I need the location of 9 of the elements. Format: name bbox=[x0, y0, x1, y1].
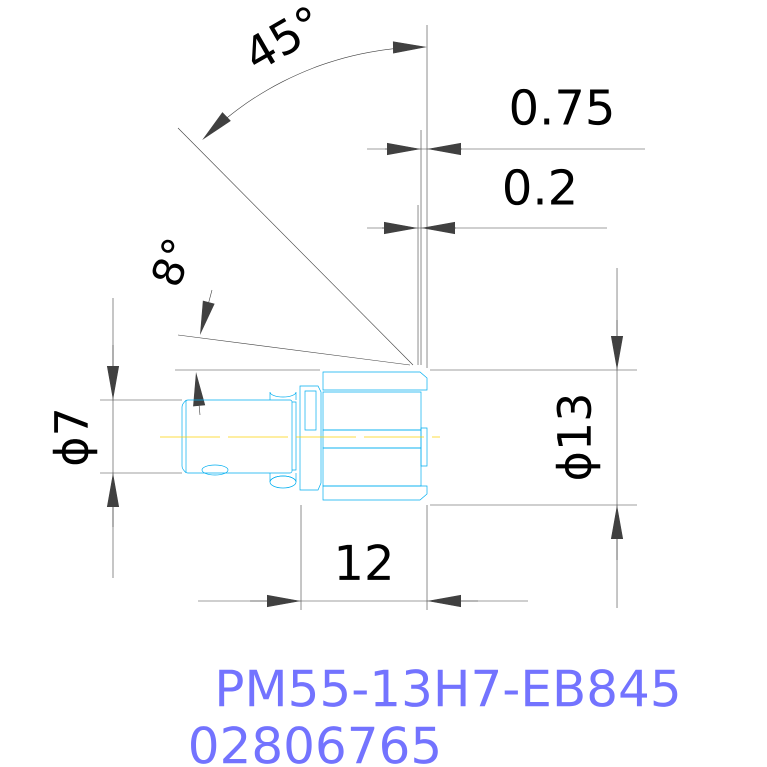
dimension-value: 12 bbox=[338, 544, 390, 580]
angle-dimension: 8° bbox=[152, 240, 184, 285]
dimension-value: 0.75 bbox=[512, 88, 612, 126]
dimension-value: 0.2 bbox=[505, 168, 574, 206]
code-number: 02806765 bbox=[191, 726, 438, 764]
angle-dimension: 45° bbox=[252, 7, 310, 65]
diameter-dimension: ϕ13 bbox=[556, 396, 600, 479]
diameter-dimension: ϕ7 bbox=[52, 411, 98, 464]
part-number: PM55-13H7-EB845 bbox=[219, 669, 678, 707]
